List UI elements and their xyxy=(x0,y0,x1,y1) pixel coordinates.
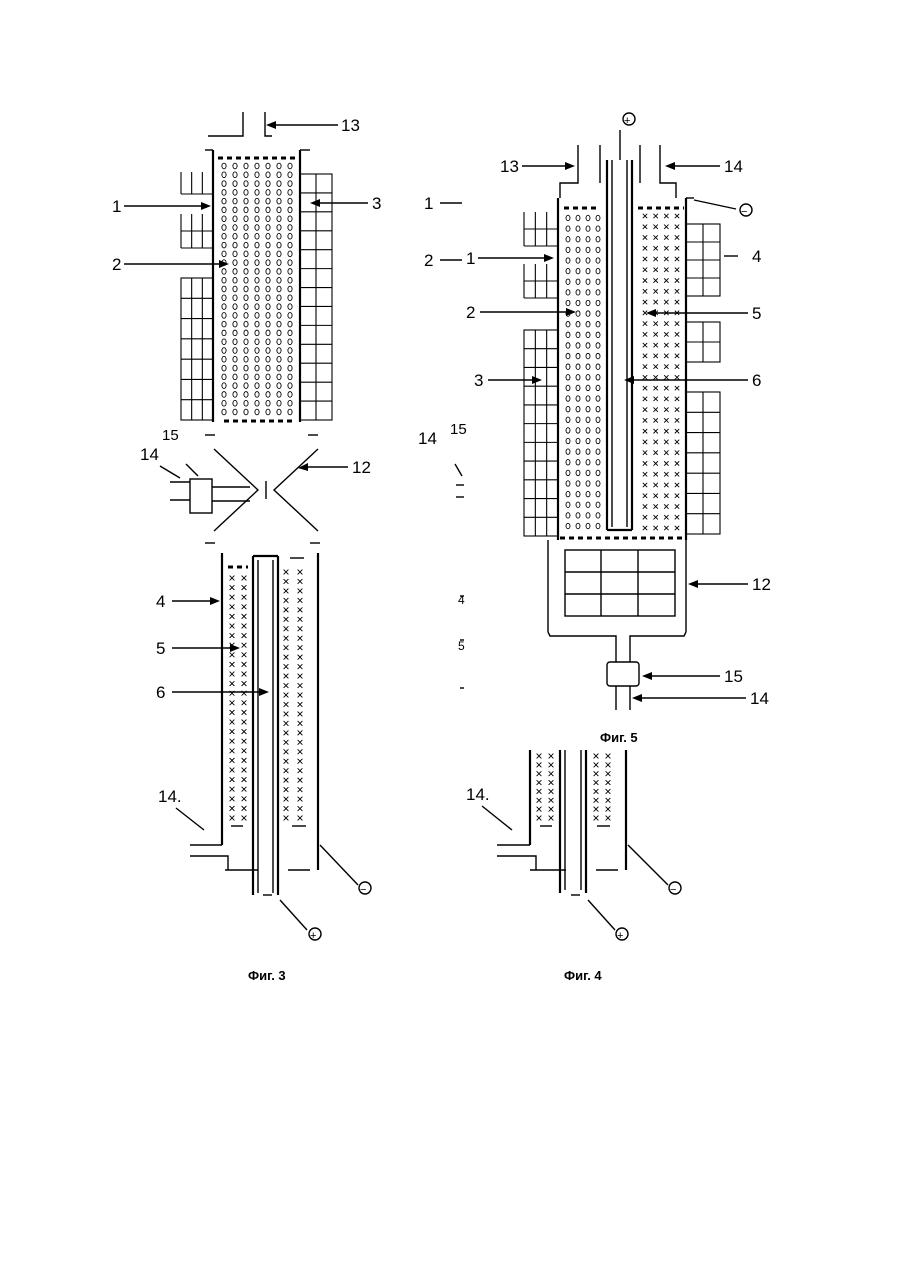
fig5-label-1: 1 xyxy=(466,249,475,268)
fig5-label-13: 13 xyxy=(500,157,519,176)
fig3-label-2: 2 xyxy=(112,255,121,274)
fig3-plus-sign: + xyxy=(310,930,316,942)
fig3-label-6: 6 xyxy=(156,683,165,702)
fig5-label-12: 12 xyxy=(752,575,771,594)
fig4-plus-terminal: + xyxy=(588,900,628,942)
fig4-partial-left-edge xyxy=(440,203,464,688)
fig3-label-14: 14 xyxy=(140,445,159,464)
fig4-label-5: 5 xyxy=(458,639,465,653)
fig3-lower-granules-right xyxy=(284,570,303,821)
fig5-label-15: 15 xyxy=(724,667,743,686)
fig5-minus-sign: − xyxy=(741,206,747,218)
fig5-plus-sign: + xyxy=(624,115,630,127)
fig5-label-14b: 14 xyxy=(750,689,769,708)
fig3-label-4: 4 xyxy=(156,592,165,611)
fig3-minus-terminal: − xyxy=(320,845,371,896)
fig3-minus-sign: − xyxy=(360,884,366,896)
fig4-granules-right xyxy=(594,754,611,821)
fig4-granules-left xyxy=(537,754,554,821)
fig5-left-granules xyxy=(566,215,600,528)
fig5-right-heater-grid-upper xyxy=(686,224,720,296)
fig3-label-13: 13 xyxy=(341,116,360,135)
fig3-lower-granules-left xyxy=(230,576,247,821)
fig4-label-14b: 14. xyxy=(466,785,490,804)
fig3-label-14b: 14. xyxy=(158,787,182,806)
fig5-collector-box xyxy=(565,550,675,616)
fig3-left-heater-grid-lower xyxy=(181,278,213,420)
fig5-vessel xyxy=(548,198,694,632)
fig5-caption: Фиг. 5 xyxy=(600,730,638,745)
fig4-label-14: 14 xyxy=(418,429,437,448)
fig5-right-granules xyxy=(643,214,679,530)
fig3-plus-terminal: + xyxy=(280,900,321,942)
fig4-leader-14 xyxy=(482,806,512,830)
fig5-left-heater-grid-upper xyxy=(524,212,558,246)
fig3-left-heater-grid-mid xyxy=(181,214,213,248)
fig4-caption: Фиг. 4 xyxy=(564,968,602,983)
fig4-minus-sign: − xyxy=(670,884,676,896)
fig3-label-5: 5 xyxy=(156,639,165,658)
fig5-label-14: 14 xyxy=(724,157,743,176)
figure-3: − + 13 xyxy=(112,112,381,983)
fig3-upper-granules xyxy=(222,163,292,415)
fig3-left-heater-grid-upper xyxy=(181,172,213,194)
fig5-right-heater-grid-lower xyxy=(686,322,720,534)
fig3-cross-connector xyxy=(214,449,318,531)
fig5-label-2: 2 xyxy=(466,303,475,322)
fig3-top-inlet xyxy=(208,112,272,136)
fig3-caption: Фиг. 3 xyxy=(248,968,286,983)
fig5-label-5: 5 xyxy=(752,304,761,323)
fig3-right-heater-grid xyxy=(300,174,332,420)
fig3-label-12: 12 xyxy=(352,458,371,477)
figure-5: + − xyxy=(466,113,771,745)
fig4-minus-terminal: − xyxy=(628,845,681,896)
fig5-label-3: 3 xyxy=(474,371,483,390)
fig5-leaders xyxy=(478,162,748,702)
fig4-label-1: 1 xyxy=(424,194,433,213)
fig5-label-6: 6 xyxy=(752,371,761,390)
fig4-label-2: 2 xyxy=(424,251,433,270)
fig3-label-1: 1 xyxy=(112,197,121,216)
fig5-minus-terminal: − xyxy=(694,200,752,218)
fig5-top-plus-terminal: + xyxy=(623,113,635,127)
fig4-label-4: 4 xyxy=(458,593,465,607)
fig5-label-4: 4 xyxy=(752,247,761,266)
fig3-central-anode-tube xyxy=(253,556,278,895)
fig3-label-3: 3 xyxy=(372,194,381,213)
fig5-left-heater-grid-lower xyxy=(524,264,558,536)
fig4-plus-sign: + xyxy=(617,930,623,942)
fig4-label-15: 15 xyxy=(450,421,467,438)
fig3-label-15: 15 xyxy=(162,427,179,444)
